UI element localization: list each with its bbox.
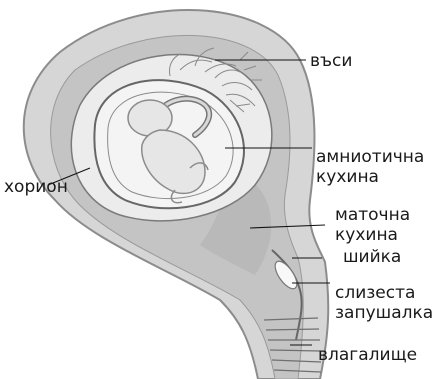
label-villi: въси — [310, 51, 352, 71]
label-vagina: влагалище — [318, 345, 417, 365]
label-mucus-plug-line2: запушалка — [335, 303, 433, 323]
label-amniotic-cavity-line1: амниотична — [316, 147, 424, 167]
label-amniotic-cavity-line2: кухина — [316, 167, 379, 187]
label-uterine-cavity-line2: кухина — [335, 225, 398, 245]
label-chorion: хорион — [4, 177, 68, 197]
label-uterine-cavity-line1: маточна — [335, 205, 410, 225]
label-mucus-plug-line1: слизеста — [335, 283, 415, 303]
label-cervix: шийка — [343, 247, 401, 267]
